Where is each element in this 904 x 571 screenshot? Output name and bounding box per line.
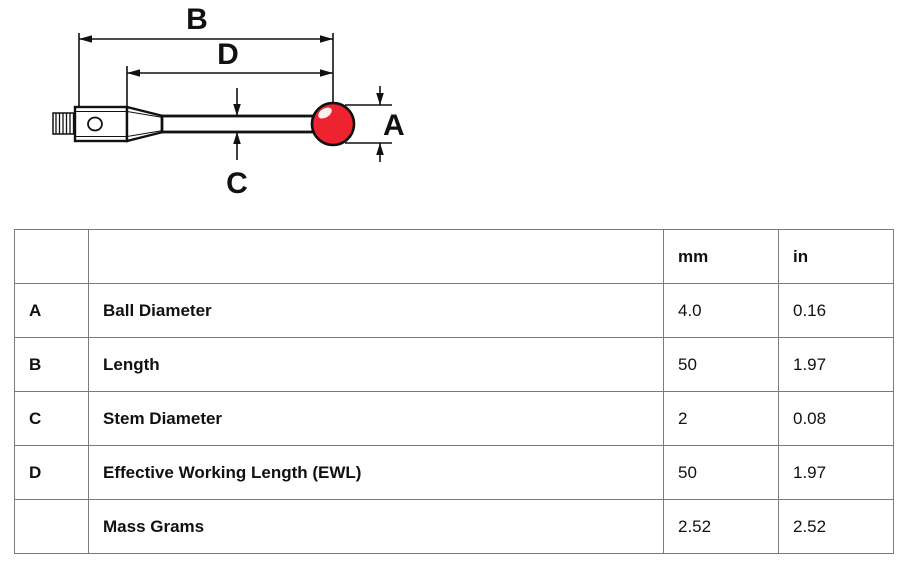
row-value-mm: 50 — [663, 445, 779, 500]
ball-specular-highlight — [318, 107, 332, 119]
row-letter — [14, 499, 89, 554]
dimension-label-b: B — [186, 3, 208, 36]
row-value-mm: 4.0 — [663, 283, 779, 338]
arrowhead-c-top — [233, 104, 241, 116]
row-value-in: 0.16 — [778, 283, 894, 338]
dimension-d: D — [127, 38, 333, 77]
row-value-mm: 2.52 — [663, 499, 779, 554]
arrowhead-a-top — [376, 93, 384, 105]
stem-rect — [160, 114, 324, 134]
row-value-in: 1.97 — [778, 445, 894, 500]
table-row: Mass Grams 2.52 2.52 — [14, 499, 894, 554]
specification-table: mm in A Ball Diameter 4.0 0.16 B Length … — [14, 229, 894, 554]
row-value-mm: 50 — [663, 337, 779, 392]
dimension-label-d: D — [217, 38, 239, 71]
arrowhead-d-right — [320, 69, 333, 77]
row-label: Length — [88, 337, 664, 392]
header-label — [88, 229, 664, 284]
row-letter: A — [14, 283, 89, 338]
table-row: A Ball Diameter 4.0 0.16 — [14, 283, 894, 338]
dimension-label-c: C — [226, 167, 248, 200]
thread-hatching — [55, 113, 75, 134]
arrowhead-b-left — [79, 35, 92, 43]
table-body: A Ball Diameter 4.0 0.16 B Length 50 1.9… — [14, 283, 894, 554]
table-row: B Length 50 1.97 — [14, 337, 894, 392]
mount-body — [73, 105, 129, 143]
row-label: Mass Grams — [88, 499, 664, 554]
ruby-ball-tip — [310, 101, 356, 147]
row-value-in: 1.97 — [778, 337, 894, 392]
arrowhead-c-bottom — [233, 132, 241, 144]
dimension-label-a: A — [383, 109, 405, 142]
stylus-dimension-svg: B D — [52, 3, 405, 200]
row-letter: D — [14, 445, 89, 500]
dimension-c: C — [226, 88, 248, 200]
row-value-in: 0.08 — [778, 391, 894, 446]
row-value-mm: 2 — [663, 391, 779, 446]
row-letter: B — [14, 337, 89, 392]
dimension-b: B — [79, 3, 333, 43]
header-in: in — [778, 229, 894, 284]
row-label: Stem Diameter — [88, 391, 664, 446]
stem — [160, 114, 324, 134]
arrowhead-d-left — [127, 69, 140, 77]
taper-section — [125, 105, 165, 143]
dimension-a: A — [345, 86, 405, 162]
ball-circle — [310, 101, 356, 147]
row-label: Ball Diameter — [88, 283, 664, 338]
table-header-row: mm in — [14, 229, 894, 284]
stylus-diagram: B D — [0, 0, 904, 225]
taper-edge-top — [126, 110, 164, 119]
header-mm: mm — [663, 229, 779, 284]
specification-table-container: mm in A Ball Diameter 4.0 0.16 B Length … — [14, 229, 894, 554]
threaded-stud-icon — [52, 112, 76, 135]
arrowhead-b-right — [320, 35, 333, 43]
header-letter — [14, 229, 89, 284]
table-row: D Effective Working Length (EWL) 50 1.97 — [14, 445, 894, 500]
mount-through-hole — [87, 116, 103, 132]
table-header: mm in — [14, 229, 894, 284]
row-value-in: 2.52 — [778, 499, 894, 554]
arrowhead-a-bottom — [376, 143, 384, 155]
row-label: Effective Working Length (EWL) — [88, 445, 664, 500]
taper-edge-bottom — [126, 129, 164, 138]
table-row: C Stem Diameter 2 0.08 — [14, 391, 894, 446]
row-letter: C — [14, 391, 89, 446]
